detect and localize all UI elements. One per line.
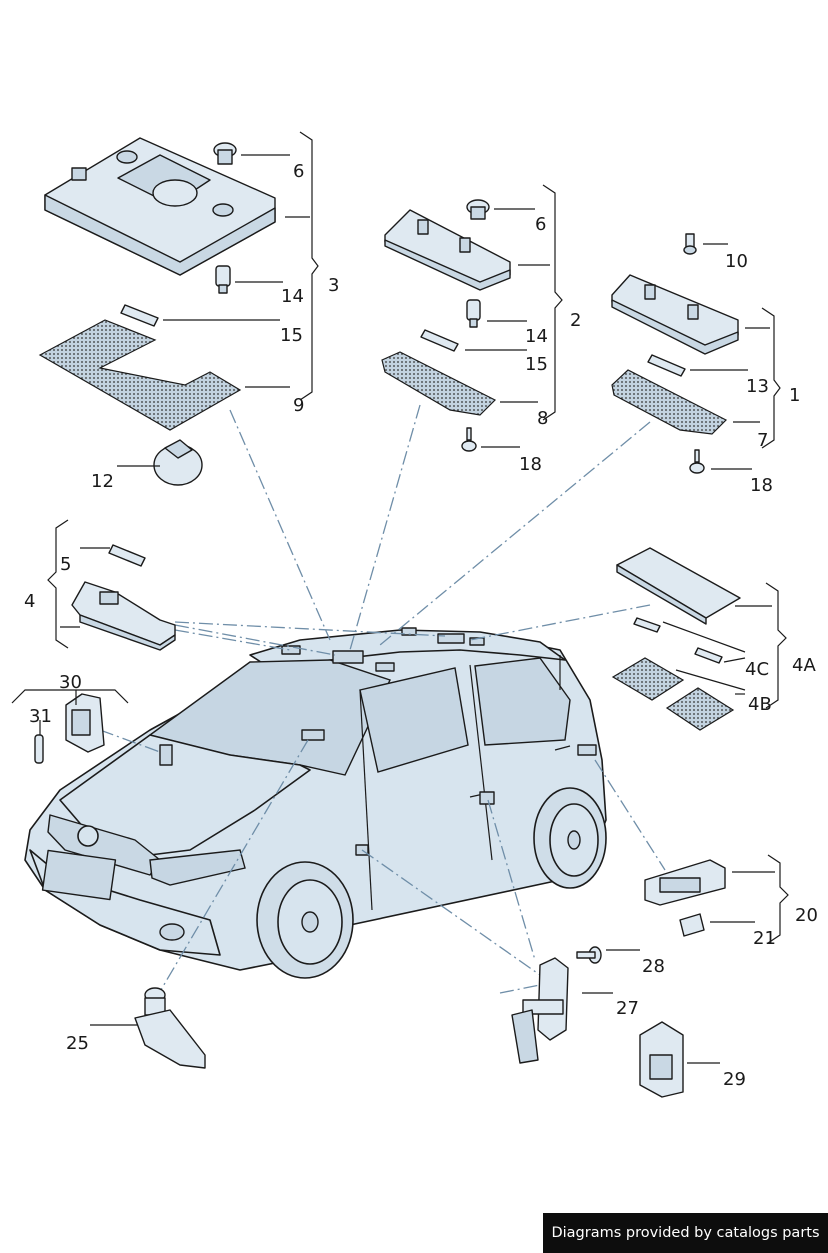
label-5: 5 <box>60 554 71 575</box>
part-31-bulb <box>34 734 44 764</box>
part-29-cover <box>639 1021 684 1098</box>
part-14-bulb-a <box>215 265 231 294</box>
part-4a-lamp <box>616 547 741 625</box>
part-3-console <box>44 137 276 276</box>
label-13: 13 <box>746 376 769 397</box>
label-28: 28 <box>642 956 665 977</box>
group-brackets <box>11 131 789 944</box>
label-4b: 4B <box>748 694 772 715</box>
callout-labels: 6 3 14 15 9 12 6 2 14 15 8 18 10 1 13 7 … <box>24 161 818 1090</box>
label-15-left: 15 <box>280 325 303 346</box>
part-21-bulb <box>679 913 705 937</box>
label-4a: 4A <box>792 655 816 676</box>
part-20-lamp <box>644 859 726 906</box>
part-15-bulb-b <box>420 329 459 352</box>
part-9-lens <box>38 319 242 431</box>
label-31: 31 <box>29 706 52 727</box>
label-4: 4 <box>24 591 35 612</box>
part-28-screw <box>576 946 602 964</box>
part-8-lens <box>381 351 497 416</box>
label-2: 2 <box>570 310 581 331</box>
label-14-middle: 14 <box>525 326 548 347</box>
part-13-bulb <box>647 354 686 377</box>
part-14-bulb-b <box>466 299 481 328</box>
front-wheel <box>256 861 354 979</box>
label-15-middle: 15 <box>525 354 548 375</box>
label-4c: 4C <box>745 659 769 680</box>
part-30-lamp <box>65 693 105 753</box>
part-15-bulb-a <box>120 304 159 327</box>
label-6-middle: 6 <box>535 214 546 235</box>
label-18-middle: 18 <box>519 454 542 475</box>
label-14-left: 14 <box>281 286 304 307</box>
label-20: 20 <box>795 905 818 926</box>
part-6-clip-b <box>466 199 490 220</box>
label-1: 1 <box>789 385 800 406</box>
label-8: 8 <box>537 408 548 429</box>
footer-credit: Diagrams provided by catalogs parts <box>543 1213 828 1253</box>
label-18-right: 18 <box>750 475 773 496</box>
label-9: 9 <box>293 395 304 416</box>
part-4c-bulbs <box>633 617 723 664</box>
rear-wheel <box>533 787 607 889</box>
label-30: 30 <box>59 672 82 693</box>
part-27-contact-switch <box>511 957 569 1064</box>
part-25-switch <box>134 987 206 1069</box>
dash-leaders <box>99 404 666 1001</box>
part-7-lens <box>611 369 728 435</box>
part-12-sensor <box>153 439 203 486</box>
part-18-screw-b <box>689 449 705 474</box>
part-10-clip <box>683 233 697 255</box>
part-6-clip-a <box>213 142 237 165</box>
part-4-lamp <box>71 581 176 651</box>
leader-lines <box>39 154 775 1064</box>
car-body <box>24 627 607 971</box>
part-1-lamp <box>611 274 739 355</box>
part-2-lamp <box>384 209 511 291</box>
label-6-top-left: 6 <box>293 161 304 182</box>
part-18-screw-a <box>461 427 477 452</box>
label-29: 29 <box>723 1069 746 1090</box>
label-21: 21 <box>753 928 776 949</box>
label-7: 7 <box>757 430 768 451</box>
label-25: 25 <box>66 1033 89 1054</box>
label-27: 27 <box>616 998 639 1019</box>
label-3: 3 <box>328 275 339 296</box>
part-4b-lenses <box>611 657 735 731</box>
label-10: 10 <box>725 251 748 272</box>
label-12: 12 <box>91 471 114 492</box>
part-5-bulb <box>108 544 146 567</box>
